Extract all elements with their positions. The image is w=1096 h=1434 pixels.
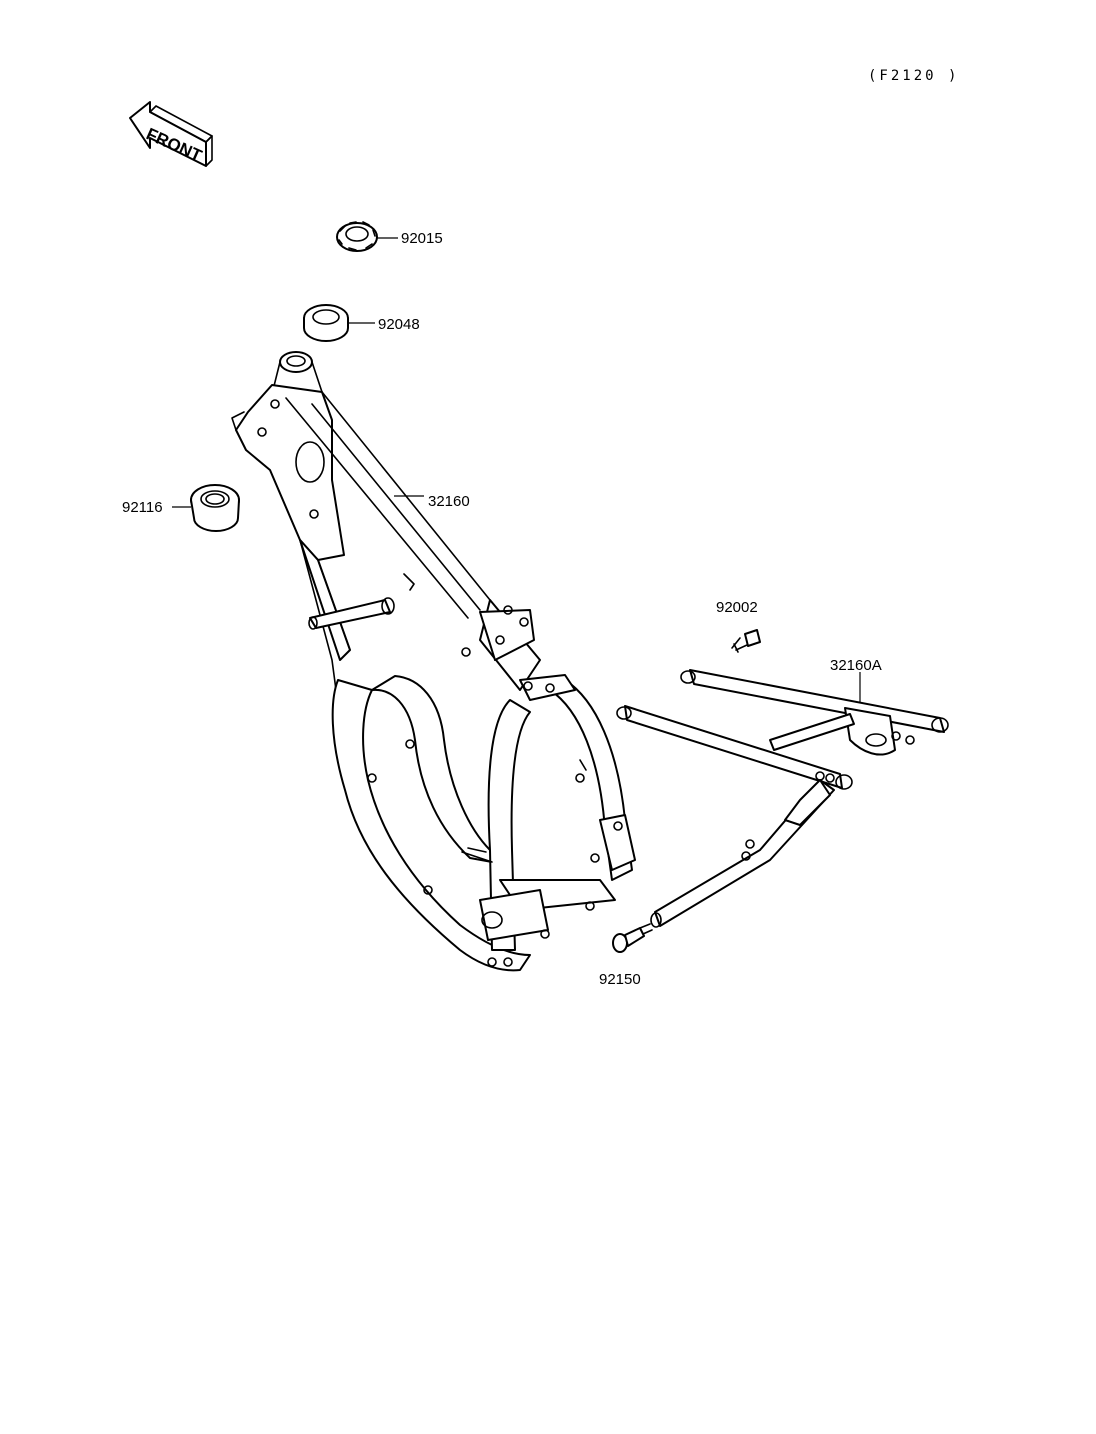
callout-92002: 92002 bbox=[716, 599, 758, 616]
seal-ring bbox=[303, 304, 349, 342]
callout-32160A: 32160A bbox=[830, 657, 882, 674]
callout-92150: 92150 bbox=[599, 971, 641, 988]
callout-32160: 32160 bbox=[428, 493, 470, 510]
bolt-92002 bbox=[731, 629, 761, 653]
callout-92015: 92015 bbox=[401, 230, 443, 247]
reference-code: (F2120 ) bbox=[868, 68, 959, 84]
sub-frame bbox=[616, 669, 949, 928]
steering-stem-nut bbox=[336, 221, 378, 252]
bearing bbox=[190, 484, 240, 532]
callout-92116: 92116 bbox=[122, 499, 163, 516]
main-frame bbox=[231, 351, 636, 972]
callout-92048: 92048 bbox=[378, 316, 420, 333]
bolt-92150 bbox=[612, 923, 653, 953]
front-arrow-icon: FRONT bbox=[129, 101, 213, 167]
